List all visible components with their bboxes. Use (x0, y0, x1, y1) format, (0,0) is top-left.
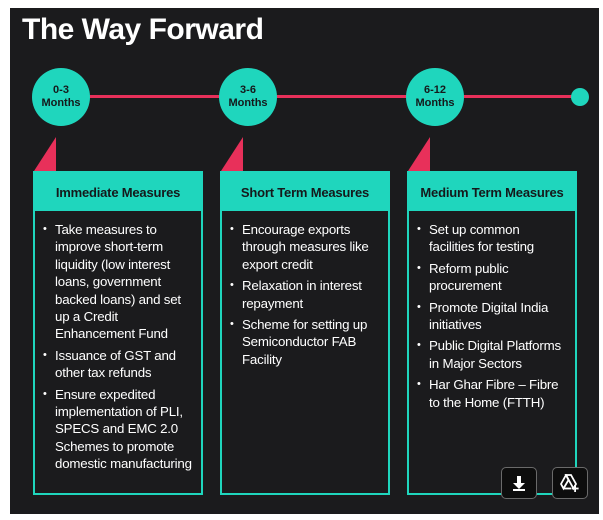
timeline-end-dot (571, 88, 589, 106)
card-pointer-3 (408, 137, 430, 171)
card-heading: Immediate Measures (35, 173, 201, 211)
timeline-range: 0-3 (53, 84, 69, 96)
measure-list: Encourage exports through measures like … (222, 211, 388, 368)
download-icon (513, 476, 525, 491)
page-title: The Way Forward (22, 13, 264, 46)
timeline-marker-1: 0-3 Months (32, 68, 90, 126)
measure-list: Set up common facilities for testing Ref… (409, 211, 575, 411)
list-item: Relaxation in interest repayment (230, 277, 380, 312)
download-button[interactable] (501, 467, 537, 499)
list-item: Ensure expedited implementation of PLI, … (43, 386, 193, 473)
list-item: Reform public procurement (417, 260, 567, 295)
list-item: Public Digital Platforms in Major Sector… (417, 337, 567, 372)
list-item: Promote Digital India initiatives (417, 299, 567, 334)
timeline-unit: Months (41, 97, 81, 109)
google-drive-add-icon (560, 474, 579, 492)
list-item: Har Ghar Fibre – Fibre to the Home (FTTH… (417, 376, 567, 411)
save-to-drive-button[interactable] (552, 467, 588, 499)
list-item: Encourage exports through measures like … (230, 221, 380, 273)
timeline-range: 3-6 (240, 84, 256, 96)
timeline-unit: Months (415, 97, 455, 109)
list-item: Issuance of GST and other tax refunds (43, 347, 193, 382)
timeline-marker-2: 3-6 Months (219, 68, 277, 126)
card-pointer-1 (34, 137, 56, 171)
card-medium-term-measures: Medium Term Measures Set up common facil… (407, 171, 577, 495)
list-item: Set up common facilities for testing (417, 221, 567, 256)
card-pointer-2 (221, 137, 243, 171)
card-heading: Short Term Measures (222, 173, 388, 211)
card-short-term-measures: Short Term Measures Encourage exports th… (220, 171, 390, 495)
infographic-panel: The Way Forward 0-3 Months 3-6 Months 6-… (10, 8, 599, 514)
measure-list: Take measures to improve short-term liqu… (35, 211, 201, 473)
card-heading: Medium Term Measures (409, 173, 575, 211)
timeline-range: 6-12 (423, 84, 447, 96)
card-immediate-measures: Immediate Measures Take measures to impr… (33, 171, 203, 495)
list-item: Take measures to improve short-term liqu… (43, 221, 193, 343)
list-item: Scheme for setting up Semiconductor FAB … (230, 316, 380, 368)
timeline-line (40, 95, 580, 98)
timeline-unit: Months (228, 97, 268, 109)
timeline-marker-3: 6-12 Months (406, 68, 464, 126)
